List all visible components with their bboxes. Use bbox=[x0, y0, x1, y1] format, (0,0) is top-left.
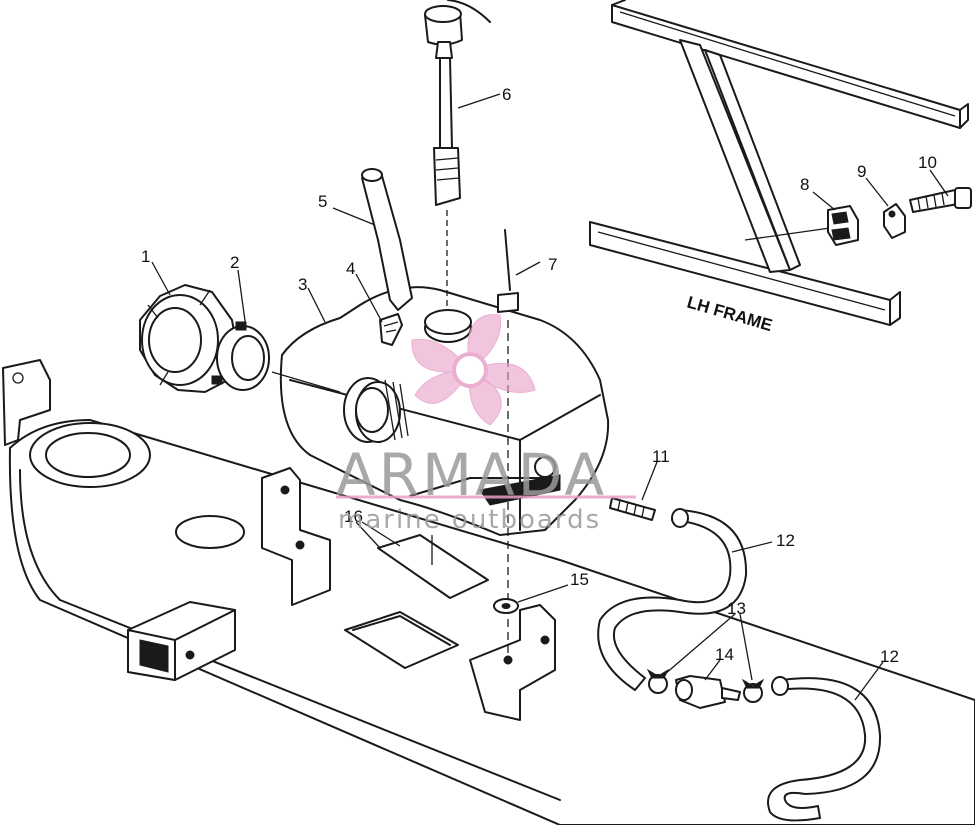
callout-10: 10 bbox=[918, 153, 937, 172]
vent-hose-part-5 bbox=[361, 168, 413, 311]
propeller-logo-icon bbox=[411, 314, 536, 426]
callout-8: 8 bbox=[800, 175, 809, 194]
pad-part-16 bbox=[361, 521, 489, 599]
chassis-base bbox=[2, 359, 975, 825]
filler-cap-part-1 bbox=[139, 284, 239, 393]
callout-11: 11 bbox=[652, 447, 670, 466]
washer-part-15 bbox=[493, 598, 519, 614]
inline-filter-part-14 bbox=[675, 675, 741, 709]
oil-hose-upper-part-12 bbox=[597, 508, 748, 691]
leader-lines bbox=[151, 93, 949, 701]
callout-7: 7 bbox=[548, 255, 557, 274]
armada-watermark: ARMADA marine outboards bbox=[336, 314, 636, 535]
callout-5: 5 bbox=[318, 192, 327, 211]
oil-hose-lower-part-12 bbox=[767, 676, 882, 822]
callout-15: 15 bbox=[570, 570, 589, 589]
dipstick-part-6 bbox=[424, 0, 491, 310]
outlet-fitting-part-11 bbox=[609, 497, 656, 521]
callout-3: 3 bbox=[298, 275, 307, 294]
gasket-part-2 bbox=[211, 321, 270, 391]
callout-6: 6 bbox=[502, 85, 511, 104]
callout-14: 14 bbox=[715, 645, 734, 664]
callout-12-lower: 12 bbox=[880, 647, 899, 666]
callout-12-upper: 12 bbox=[776, 531, 795, 550]
bracket-part-9 bbox=[883, 203, 906, 239]
callout-9: 9 bbox=[857, 162, 866, 181]
callout-16: 16 bbox=[344, 507, 363, 526]
frame-clip-part-8 bbox=[827, 205, 859, 246]
fitting-part-4 bbox=[379, 313, 403, 346]
hose-clamp-part-13-a bbox=[646, 668, 670, 694]
callout-2: 2 bbox=[230, 253, 239, 272]
callout-1: 1 bbox=[141, 247, 150, 266]
lh-frame bbox=[589, 0, 969, 326]
bolt-part-10 bbox=[909, 187, 972, 213]
watermark-tagline: marine outboards bbox=[338, 505, 601, 535]
watermark-brand: ARMADA bbox=[336, 441, 607, 509]
oil-tank-part-3 bbox=[279, 286, 610, 536]
callout-13: 13 bbox=[727, 599, 746, 618]
hose-clamp-part-13-b bbox=[741, 678, 765, 703]
lh-frame-label: LH FRAME bbox=[685, 293, 775, 335]
callout-4: 4 bbox=[346, 259, 355, 278]
